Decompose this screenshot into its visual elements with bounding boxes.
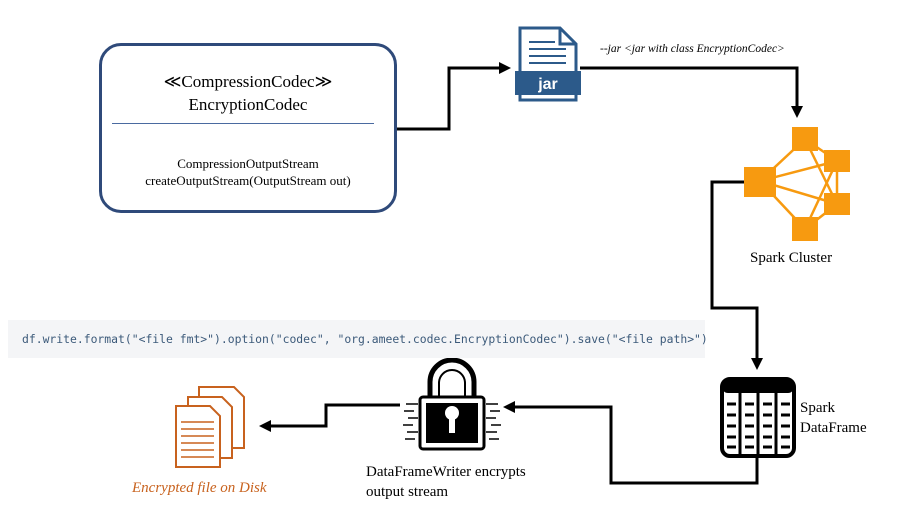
writer-label-line1: DataFrameWriter encrypts [366, 464, 526, 480]
codec-method-return: CompressionOutputStream [177, 156, 319, 171]
codec-class-name: EncryptionCodec [188, 95, 308, 114]
codec-method-signature: createOutputStream(OutputStream out) [145, 173, 351, 188]
padlock-icon [403, 357, 501, 451]
dataframe-table-icon [720, 377, 796, 458]
encrypted-files-icon [175, 386, 245, 468]
encryption-codec-box: ≪CompressionCodec≫ EncryptionCodec Compr… [99, 43, 397, 213]
spark-dataframe-label-line1: Spark [800, 400, 835, 416]
writer-label: DataFrameWriter encrypts output stream [366, 462, 526, 502]
encrypted-file-label: Encrypted file on Disk [132, 480, 267, 496]
spark-dataframe-label-line2: DataFrame [800, 420, 867, 436]
writer-label-line2: output stream [366, 484, 449, 500]
codec-divider [112, 123, 374, 124]
jar-option-label: --jar <jar with class EncryptionCodec> [600, 43, 785, 55]
jar-file-icon: jar [515, 26, 581, 102]
arrow-cluster-to-dataframe [710, 180, 763, 370]
spark-dataframe-label: Spark DataFrame [800, 398, 867, 438]
codec-stereotype: ≪CompressionCodec≫ [163, 72, 333, 91]
arrow-writer-to-file [259, 403, 400, 432]
code-snippet: df.write.format("<file fmt>").option("co… [8, 320, 708, 358]
jar-icon-label: jar [537, 76, 558, 93]
arrow-jar-to-cluster [580, 66, 803, 118]
arrow-codec-to-jar [397, 62, 511, 131]
arrow-dataframe-to-writer [503, 401, 759, 485]
spark-cluster-icon [744, 127, 850, 241]
spark-cluster-label: Spark Cluster [750, 250, 833, 266]
